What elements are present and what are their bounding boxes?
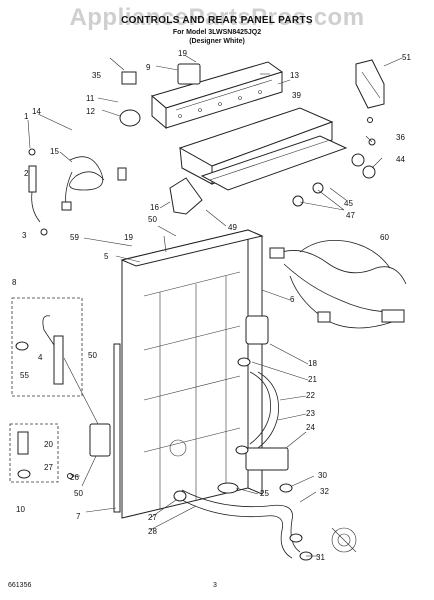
callout-6: 6 bbox=[290, 295, 295, 304]
callout-28: 28 bbox=[148, 527, 157, 536]
callout-50-low: 50 bbox=[74, 489, 83, 498]
callout-1: 1 bbox=[24, 112, 29, 121]
callout-8: 8 bbox=[12, 278, 17, 287]
callout-19-mid: 19 bbox=[124, 233, 133, 242]
callout-50-mid: 50 bbox=[88, 351, 97, 360]
callout-59: 59 bbox=[70, 233, 79, 242]
callout-39: 39 bbox=[292, 91, 301, 100]
callout-26: 26 bbox=[70, 473, 79, 482]
color-line: (Designer White) bbox=[189, 38, 245, 45]
callout-25: 25 bbox=[260, 489, 269, 498]
callout-12: 12 bbox=[86, 107, 95, 116]
model-line: For Model 3LWSN8425JQ2 bbox=[172, 29, 262, 36]
callout-22: 22 bbox=[306, 391, 315, 400]
callout-50-top: 50 bbox=[148, 215, 157, 224]
footer-code: 661356 bbox=[8, 582, 32, 589]
callout-27-bottom: 27 bbox=[148, 513, 157, 522]
callout-3: 3 bbox=[22, 231, 27, 240]
callout-55: 55 bbox=[20, 371, 29, 380]
group-box-10 bbox=[9, 423, 59, 483]
pressure-hose-assembly bbox=[28, 148, 127, 236]
console-assembly bbox=[119, 61, 376, 215]
callout-15: 15 bbox=[50, 147, 59, 156]
callout-32: 32 bbox=[320, 487, 329, 496]
callout-5: 5 bbox=[104, 252, 109, 261]
callout-49: 49 bbox=[228, 223, 237, 232]
callout-13: 13 bbox=[290, 71, 299, 80]
callout-31: 31 bbox=[316, 553, 325, 562]
drain-hose-parts bbox=[15, 315, 64, 385]
callout-45: 45 bbox=[344, 199, 353, 208]
callout-14: 14 bbox=[32, 107, 41, 116]
callout-21: 21 bbox=[308, 375, 317, 384]
callout-9: 9 bbox=[146, 63, 151, 72]
callout-20: 20 bbox=[44, 440, 53, 449]
wire-harness bbox=[269, 239, 407, 329]
rear-panel bbox=[113, 229, 264, 519]
callout-24: 24 bbox=[306, 423, 315, 432]
group-box-8 bbox=[11, 297, 83, 397]
leader-lines bbox=[27, 55, 403, 557]
callout-35: 35 bbox=[92, 71, 101, 80]
footer-page: 3 bbox=[213, 582, 217, 589]
callout-60: 60 bbox=[380, 233, 389, 242]
callout-4: 4 bbox=[38, 353, 43, 362]
callout-11: 11 bbox=[86, 94, 95, 103]
callout-47: 47 bbox=[346, 211, 355, 220]
callout-30: 30 bbox=[318, 471, 327, 480]
callout-16: 16 bbox=[150, 203, 159, 212]
diagram-title: CONTROLS AND REAR PANEL PARTS bbox=[121, 15, 313, 26]
callout-18: 18 bbox=[308, 359, 317, 368]
callout-2: 2 bbox=[24, 169, 29, 178]
callout-10: 10 bbox=[16, 505, 25, 514]
callout-23: 23 bbox=[306, 409, 315, 418]
bracket-51 bbox=[355, 59, 385, 146]
inlet-valve-and-hoses bbox=[217, 315, 289, 494]
callout-51: 51 bbox=[402, 53, 411, 62]
callout-labels: 1 2 3 4 5 6 7 8 9 10 11 12 13 14 15 16 1… bbox=[12, 49, 411, 562]
bracket-26 bbox=[67, 423, 111, 479]
callout-44: 44 bbox=[396, 155, 405, 164]
callout-7: 7 bbox=[76, 512, 81, 521]
callout-19-top: 19 bbox=[178, 49, 187, 58]
callout-27-left: 27 bbox=[44, 463, 53, 472]
watermark: AppliancePartsPros.com bbox=[69, 4, 365, 31]
callout-36: 36 bbox=[396, 133, 405, 142]
drain-fittings bbox=[17, 431, 31, 479]
